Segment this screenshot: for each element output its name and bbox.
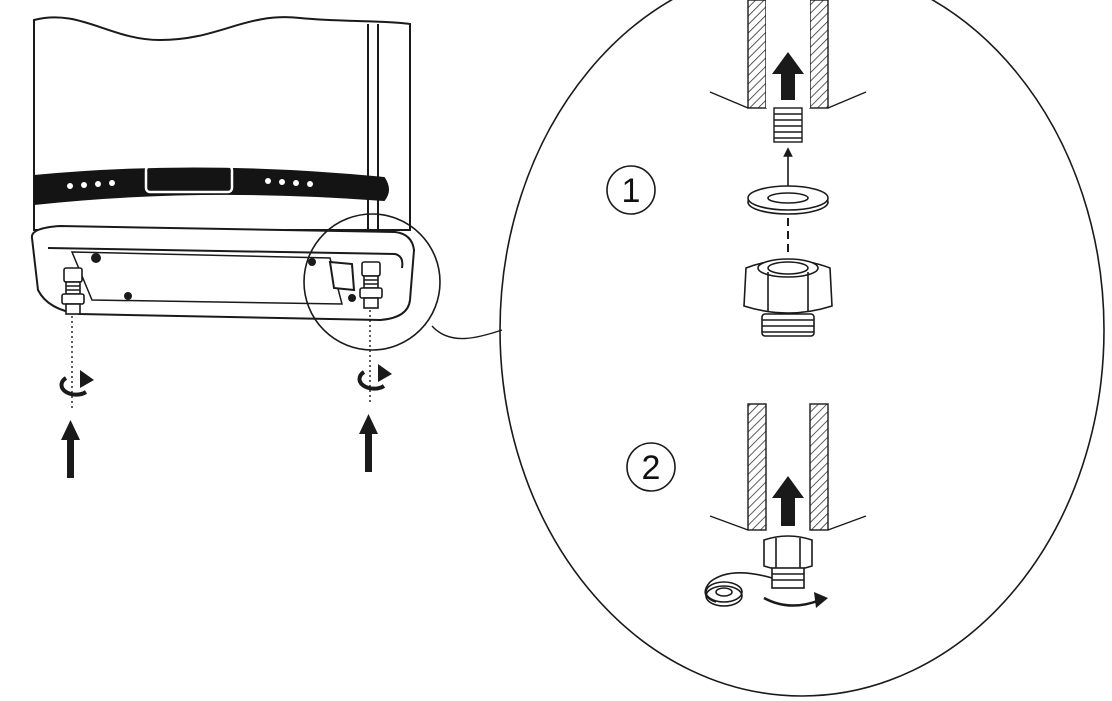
heater-side-edge — [367, 24, 379, 240]
step-1-hex-adapter — [743, 258, 833, 337]
step-2-hose-ring — [704, 572, 773, 607]
right-rotate-icon — [357, 364, 392, 391]
step-1-washer — [747, 185, 829, 215]
base-screw — [124, 292, 132, 300]
left-up-arrow-icon — [61, 420, 80, 478]
heater-base-rim — [47, 247, 404, 269]
detail-ellipse — [499, 0, 1105, 697]
step-1-threaded-end — [773, 107, 803, 143]
step-2: 2 — [626, 403, 867, 608]
indicator-lights-left — [67, 180, 115, 189]
base-screw — [91, 253, 101, 263]
step-1-flow-arrow-icon — [772, 52, 804, 100]
magnifier-leader — [431, 325, 503, 340]
magnifier-circle — [303, 213, 441, 351]
step-2-number: 2 — [642, 449, 661, 487]
indicator-lights-right — [265, 178, 313, 187]
left-pipe-fitting — [61, 267, 85, 315]
base-bracket — [328, 260, 356, 292]
right-up-arrow-icon — [359, 414, 378, 472]
base-screw — [348, 294, 356, 302]
step-1: 1 — [606, 0, 867, 337]
heater-base-plate — [30, 224, 416, 322]
control-band-shape — [33, 167, 389, 206]
step-2-connected-fitting — [763, 535, 813, 589]
step-2-badge — [626, 442, 676, 492]
display-window — [144, 164, 234, 194]
control-band — [33, 164, 389, 206]
base-screw — [308, 258, 316, 266]
left-rotate-icon — [59, 370, 94, 397]
step-2-flow-arrow-icon — [772, 476, 804, 526]
step-2-wall-pipe — [709, 403, 867, 531]
step-2-tighten-arrow-icon — [763, 592, 828, 608]
right-pipe-fitting — [359, 261, 383, 309]
step-1-number: 1 — [622, 172, 641, 210]
base-recess — [70, 251, 343, 305]
step-1-badge — [606, 165, 656, 215]
